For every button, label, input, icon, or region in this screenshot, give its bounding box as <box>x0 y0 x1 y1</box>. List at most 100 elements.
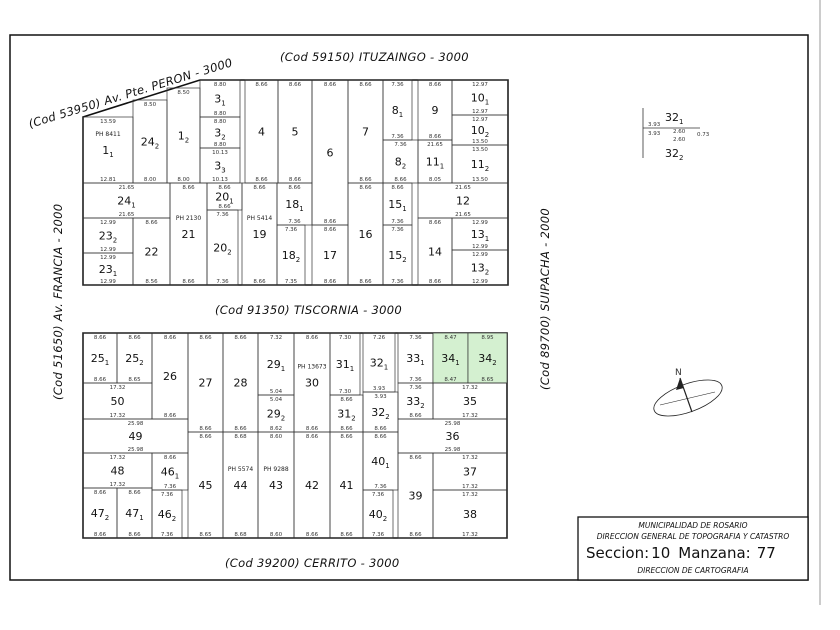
lot-parcel[interactable]: 418.668.66 <box>329 431 364 539</box>
lot-boundary <box>382 224 413 286</box>
street-label-cerrito: (Cod 39200) CERRITO - 3000 <box>225 556 400 570</box>
lot-parcel[interactable]: 817.367.36 <box>382 79 413 141</box>
lot-parcel[interactable]: 278.668.66 <box>187 332 224 433</box>
lot-parcel[interactable]: 58.668.66 <box>277 79 313 184</box>
lot-parcel[interactable]: 78.668.66 <box>347 79 384 184</box>
lot-parcel[interactable]: 168.668.66 <box>347 182 384 286</box>
lot-front-dimension: 25.98 <box>445 421 461 427</box>
lot-back-dimension: 3.93 <box>373 386 386 392</box>
lot-number: 43 <box>269 479 283 492</box>
lot-parcel[interactable]: 268.668.66 <box>151 332 189 420</box>
lot-parcel[interactable]: 428.668.66 <box>293 431 331 539</box>
lot-parcel[interactable]: 48.668.66 <box>244 79 279 184</box>
lot-parcel[interactable]: 148.668.66 <box>417 217 453 286</box>
lot-parcel[interactable]: 458.668.65 <box>187 431 224 539</box>
lot-parcel[interactable]: 128.508.00 <box>166 87 201 184</box>
lot-front-dimension: 17.32 <box>110 455 126 461</box>
lot-parcel[interactable]: 318.808.80 <box>199 79 241 118</box>
lot-back-dimension: 8.66 <box>218 204 231 210</box>
lot-back-dimension: 8.62 <box>270 426 282 432</box>
lot-number: 241 <box>117 195 135 210</box>
lot-number: 39 <box>409 490 423 503</box>
ph-label: PH 8411 <box>95 131 120 138</box>
lot-number: 132 <box>471 262 489 277</box>
lot-front-dimension: 8.66 <box>324 227 337 233</box>
lot-parcel[interactable]: 68.668.66 <box>311 79 349 226</box>
lot-parcel[interactable]: 228.668.56 <box>132 217 171 286</box>
lot-parcel[interactable]: 288.668.66 <box>222 332 259 433</box>
lot-number: 42 <box>305 479 319 492</box>
lot-back-dimension: 7.36 <box>391 134 404 140</box>
lot-parcel[interactable]: 98.668.66 <box>417 79 453 141</box>
lot-parcel[interactable]: 178.668.66 <box>311 224 349 286</box>
lot-back-dimension: 8.66 <box>340 426 353 432</box>
lot-number: 12 <box>178 130 189 145</box>
lot-back-dimension: 7.36 <box>216 279 229 285</box>
lot-back-dimension: 17.32 <box>462 484 478 490</box>
title-cartography: DIRECCION DE CARTOGRAFIA <box>637 566 748 575</box>
lot-front-dimension: 8.66 <box>164 455 177 461</box>
lot-number: 30 <box>305 377 319 390</box>
lot-parcel[interactable]: 328.808.80 <box>199 116 241 149</box>
lot-number: 44 <box>234 479 248 492</box>
inset-detail-32: 321 322 3.93 3.93 2.60 2.60 0.73 <box>642 108 710 162</box>
lot-back-dimension: 8.00 <box>144 177 157 183</box>
lot-back-dimension: 8.60 <box>270 532 283 538</box>
lot-parcel[interactable]: 827.368.66 <box>382 139 419 184</box>
compass-label: N <box>675 368 682 378</box>
lot-parcel[interactable]: 398.668.66 <box>397 452 434 539</box>
lot-number: 27 <box>199 377 213 390</box>
